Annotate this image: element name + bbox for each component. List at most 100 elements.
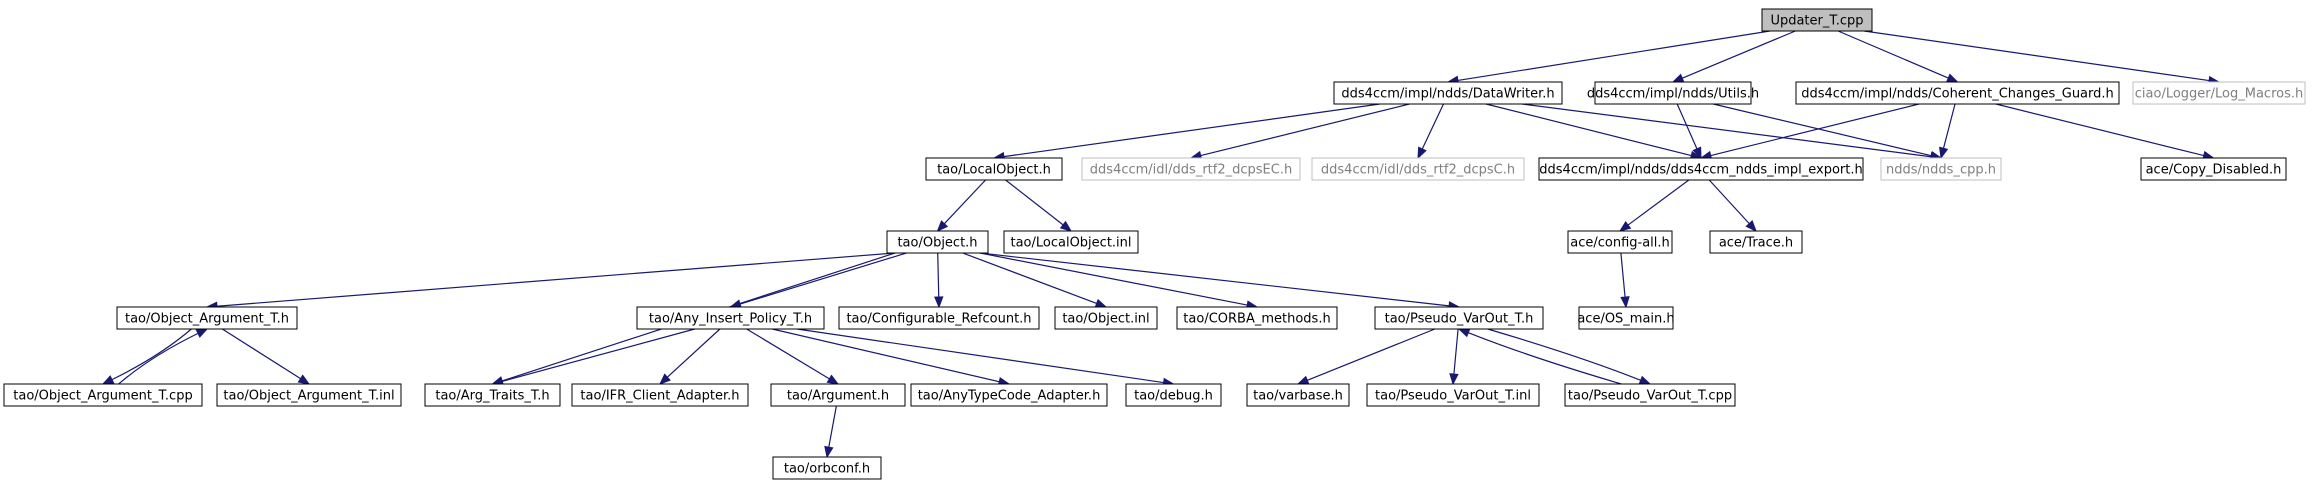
node-tao-orbconf-h[interactable]: tao/orbconf.h bbox=[772, 456, 882, 480]
edge-tao-Object-Argument-T-cpp-to-tao-Object-Argument-T-h bbox=[118, 328, 209, 385]
node-dds4ccm-impl-ndds-utils-h[interactable]: dds4ccm/impl/ndds/Utils.h bbox=[1587, 81, 1759, 105]
arrowhead bbox=[1692, 146, 1702, 160]
node-tao-ifr-client-adapter-h[interactable]: tao/IFR_Client_Adapter.h bbox=[571, 383, 749, 407]
node-tao-varbase-h[interactable]: tao/varbase.h bbox=[1246, 383, 1350, 407]
edge-line bbox=[1421, 103, 1445, 150]
arrowhead bbox=[1939, 146, 1949, 160]
node-box bbox=[1564, 383, 1736, 407]
arrowhead bbox=[1417, 146, 1427, 160]
node-box bbox=[1578, 306, 1674, 330]
edge-dds4ccm-impl-ndds-Utils-h-to-dds4ccm-impl-ndds-dds4ccm-ndds-impl-export-h bbox=[1676, 103, 1702, 160]
node-tao-object-argument-t-inl[interactable]: tao/Object_Argument_T.inl bbox=[216, 383, 402, 407]
edge-line bbox=[118, 332, 199, 385]
node-label: tao/Pseudo_VarOut_T.cpp bbox=[1568, 389, 1732, 404]
edge-line bbox=[1453, 328, 1459, 375]
edge-dds4ccm-impl-ndds-Coherent-Changes-Guard-h-to-ndds-ndds-cpp-h bbox=[1939, 103, 1956, 160]
node-tao-pseudo-varout-t-h[interactable]: tao/Pseudo_VarOut_T.h bbox=[1374, 306, 1544, 330]
node-label: dds4ccm/idl/dds_rtf2_dcpsC.h bbox=[1321, 163, 1515, 178]
node-dds4ccm-impl-ndds-datawriter-h[interactable]: dds4ccm/impl/ndds/DataWriter.h bbox=[1333, 81, 1563, 105]
node-dds4ccm-idl-dds-rtf2-dcpsec-h[interactable]: dds4ccm/idl/dds_rtf2_dcpsEC.h bbox=[1081, 157, 1301, 181]
node-label: tao/Object.h bbox=[897, 236, 977, 251]
node-box bbox=[910, 383, 1108, 407]
edge-line bbox=[1468, 332, 1622, 385]
node-tao-localobject-h[interactable]: tao/LocalObject.h bbox=[925, 157, 1063, 181]
node-dds4ccm-idl-dds-rtf2-dcpsc-h[interactable]: dds4ccm/idl/dds_rtf2_dcpsC.h bbox=[1311, 157, 1525, 181]
node-ndds-ndds-cpp-h[interactable]: ndds/ndds_cpp.h bbox=[1880, 157, 2002, 181]
arrowhead bbox=[1296, 375, 1310, 385]
edge-Updater-T-cpp-to-dds4ccm-impl-ndds-Utils-h bbox=[1671, 30, 1796, 83]
edge-tao-Pseudo-VarOut-T-h-to-tao-Pseudo-VarOut-T-cpp bbox=[1487, 328, 1652, 385]
node-label: dds4ccm/impl/ndds/Coherent_Changes_Guard… bbox=[1801, 87, 2114, 102]
node-box bbox=[1311, 157, 1525, 181]
node-tao-corba-methods-h[interactable]: tao/CORBA_methods.h bbox=[1176, 306, 1338, 330]
node-tao-anytypecode-adapter-h[interactable]: tao/AnyTypeCode_Adapter.h bbox=[910, 383, 1108, 407]
node-box bbox=[1761, 8, 1873, 32]
arrowhead bbox=[824, 445, 834, 459]
node-label: tao/Object_Argument_T.inl bbox=[223, 389, 394, 404]
node-ace-copy-disabled-h[interactable]: ace/Copy_Disabled.h bbox=[2140, 157, 2287, 181]
edge-Updater-T-cpp-to-dds4ccm-impl-ndds-Coherent-Changes-Guard-h bbox=[1837, 30, 1959, 83]
node-tao-configurable-refcount-h[interactable]: tao/Configurable_Refcount.h bbox=[838, 306, 1040, 330]
node-ace-config-all-h[interactable]: ace/config-all.h bbox=[1567, 230, 1673, 254]
edge-dds4ccm-impl-ndds-DataWriter-h-to-ndds-ndds-cpp-h bbox=[1521, 103, 1943, 162]
node-dds4ccm-impl-ndds-dds4ccm-ndds-impl-export-h[interactable]: dds4ccm/impl/ndds/dds4ccm_ndds_impl_expo… bbox=[1538, 157, 1864, 181]
node-box bbox=[1374, 306, 1544, 330]
node-label: ace/Copy_Disabled.h bbox=[2146, 163, 2282, 178]
arrowhead bbox=[1059, 220, 1073, 232]
node-tao-object-argument-t-h[interactable]: tao/Object_Argument_T.h bbox=[116, 306, 298, 330]
node-tao-localobject-inl[interactable]: tao/LocalObject.inl bbox=[1003, 230, 1139, 254]
node-tao-arg-traits-t-h[interactable]: tao/Arg_Traits_T.h bbox=[424, 383, 561, 407]
node-ace-os-main-h[interactable]: ace/OS_main.h bbox=[1577, 306, 1675, 330]
edge-line bbox=[962, 252, 1097, 305]
node-ace-trace-h[interactable]: ace/Trace.h bbox=[1709, 230, 1803, 254]
edge-line bbox=[221, 328, 301, 380]
edge-line bbox=[1681, 30, 1796, 79]
node-tao-object-h[interactable]: tao/Object.h bbox=[886, 230, 989, 254]
node-tao-debug-h[interactable]: tao/debug.h bbox=[1125, 383, 1222, 407]
node-ciao-logger-log-macros-h[interactable]: ciao/Logger/Log_Macros.h bbox=[2132, 81, 2306, 105]
edge-line bbox=[796, 328, 1164, 384]
edge-tao-Object-h-to-tao-Pseudo-VarOut-T-h bbox=[979, 252, 1461, 311]
arrowhead bbox=[1745, 220, 1757, 232]
arrowhead bbox=[936, 220, 949, 232]
node-box bbox=[216, 383, 402, 407]
edge-line bbox=[1521, 103, 1932, 158]
arrowhead bbox=[826, 374, 840, 385]
edge-line bbox=[772, 328, 1000, 383]
edge-dds4ccm-impl-ndds-DataWriter-h-to-dds4ccm-impl-ndds-dds4ccm-ndds-impl-export-h bbox=[1485, 103, 1703, 161]
node-tao-argument-h[interactable]: tao/Argument.h bbox=[770, 383, 906, 407]
node-box bbox=[772, 456, 882, 480]
node-tao-pseudo-varout-t-inl[interactable]: tao/Pseudo_VarOut_T.inl bbox=[1366, 383, 1540, 407]
node-box bbox=[424, 383, 561, 407]
arrowhead bbox=[1618, 220, 1632, 232]
edge-ace-config-all-h-to-ace-OS-main-h bbox=[1620, 252, 1630, 309]
node-box bbox=[1003, 230, 1139, 254]
edge-line bbox=[1837, 30, 1949, 79]
node-label: tao/AnyTypeCode_Adapter.h bbox=[918, 389, 1101, 404]
edge-Updater-T-cpp-to-dds4ccm-impl-ndds-DataWriter-h bbox=[1446, 30, 1771, 86]
node-label: tao/CORBA_methods.h bbox=[1183, 312, 1330, 327]
node-tao-object-inl[interactable]: tao/Object.inl bbox=[1054, 306, 1158, 330]
edge-dds4ccm-impl-ndds-Utils-h-to-ndds-ndds-cpp-h bbox=[1713, 103, 1943, 161]
edge-dds4ccm-impl-ndds-DataWriter-h-to-tao-LocalObject-h bbox=[992, 103, 1380, 162]
node-updater-t-cpp[interactable]: Updater_T.cpp bbox=[1761, 8, 1873, 32]
edge-line bbox=[746, 328, 830, 380]
edge-line bbox=[1457, 30, 1771, 82]
edge-line bbox=[1487, 328, 1641, 381]
edge-tao-Object-h-to-tao-Any-Insert-Policy-T-h bbox=[729, 252, 907, 309]
edge-tao-LocalObject-h-to-tao-LocalObject-inl bbox=[1005, 179, 1073, 232]
node-label: tao/varbase.h bbox=[1253, 389, 1343, 404]
arrowhead bbox=[1457, 328, 1471, 338]
node-box bbox=[886, 230, 989, 254]
node-tao-pseudo-varout-t-cpp[interactable]: tao/Pseudo_VarOut_T.cpp bbox=[1564, 383, 1736, 407]
edge-line bbox=[1485, 103, 1692, 157]
edge-line bbox=[111, 328, 192, 381]
node-dds4ccm-impl-ndds-coherent-changes-guard-h[interactable]: dds4ccm/impl/ndds/Coherent_Changes_Guard… bbox=[1795, 81, 2120, 105]
node-label: tao/LocalObject.h bbox=[937, 163, 1051, 178]
node-tao-any-insert-policy-t-h[interactable]: tao/Any_Insert_Policy_T.h bbox=[636, 306, 825, 330]
edge-tao-LocalObject-h-to-tao-Object-h bbox=[936, 179, 986, 232]
node-label: dds4ccm/impl/ndds/DataWriter.h bbox=[1341, 87, 1554, 102]
node-tao-object-argument-t-cpp[interactable]: tao/Object_Argument_T.cpp bbox=[3, 383, 203, 407]
node-label: tao/LocalObject.inl bbox=[1010, 236, 1131, 251]
arrowhead bbox=[1945, 73, 1959, 83]
